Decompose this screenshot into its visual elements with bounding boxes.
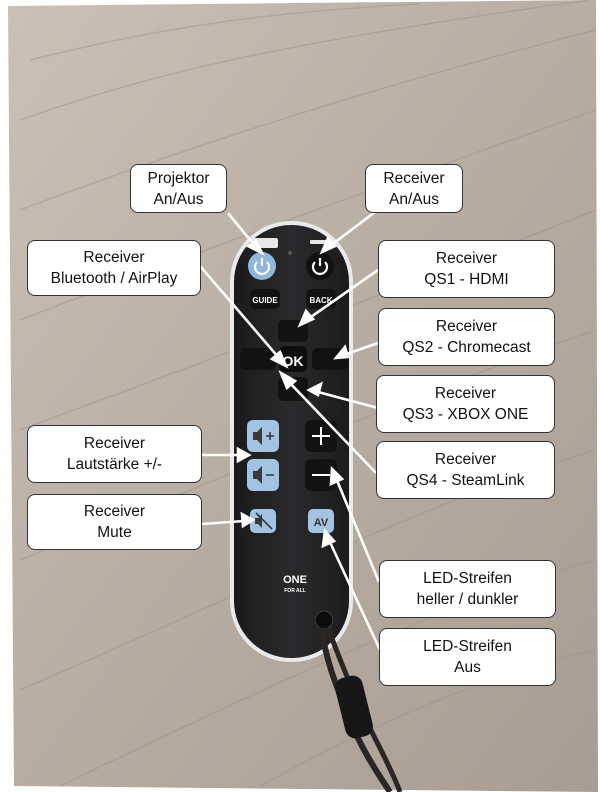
callout-line: An/Aus [389,190,439,208]
callout-line: LED-Streifen [423,570,512,587]
callout-led-brightness: LED-Streifen heller / dunkler [379,560,556,618]
callout-volume: Receiver Lautstärke +/- [27,425,202,483]
callout-line: QS2 - Chromecast [402,339,531,356]
annotation-arrows [199,210,382,651]
callout-line: LED-Streifen [423,638,512,655]
speaker-icon [253,466,262,484]
callout-line: An/Aus [153,190,204,208]
guide-label: GUIDE [252,296,278,305]
callout-line: QS4 - SteamLink [406,472,525,489]
callout-line: QS1 - HDMI [424,271,509,288]
callout-line: Receiver [434,451,497,468]
callout-qs3-xbox-one: Receiver QS3 - XBOX ONE [376,375,555,433]
callout-line: Receiver [83,249,145,266]
dpad-left-button[interactable] [240,348,276,370]
callout-qs4-steamlink: Receiver QS4 - SteamLink [376,441,555,499]
callout-line: Receiver [83,435,146,452]
callout-line: Receiver [435,250,498,267]
callout-line: Mute [97,524,132,541]
callout-line: Projektor [147,169,210,187]
callout-line: Receiver [383,169,445,187]
callout-line: Receiver [83,503,146,520]
ok-label: OK [283,353,304,369]
brand-logo-bottom: FOR ALL [284,588,305,594]
callout-mute: Receiver Mute [27,494,202,550]
callout-led-off: LED-Streifen Aus [379,628,556,686]
callout-line: Bluetooth / AirPlay [50,270,178,287]
guide-button[interactable] [250,289,280,309]
callout-line: QS3 - XBOX ONE [402,406,529,423]
callout-line: Receiver [434,385,497,402]
volume-up-button[interactable] [247,420,279,452]
speaker-icon [253,427,262,445]
back-label: BACK [309,296,332,305]
callout-line: Aus [454,659,481,676]
av-button[interactable] [308,509,334,533]
volume-down-button[interactable] [247,459,279,491]
av-icon: AV [314,517,329,529]
lanyard-clip [335,675,373,739]
callout-line: heller / dunkler [416,591,519,608]
callout-qs1-hdmi: Receiver QS1 - HDMI [378,240,555,298]
callout-line: Lautstärke +/- [66,456,163,473]
callout-projector-power: Projektor An/Aus [130,164,227,213]
brand-logo-top: ONE [283,574,307,586]
callout-bluetooth-airplay: Receiver Bluetooth / AirPlay [27,240,201,296]
callout-line: Receiver [435,318,498,335]
callout-receiver-power: Receiver An/Aus [365,164,463,213]
callout-qs2-chromecast: Receiver QS2 - Chromecast [378,308,555,366]
